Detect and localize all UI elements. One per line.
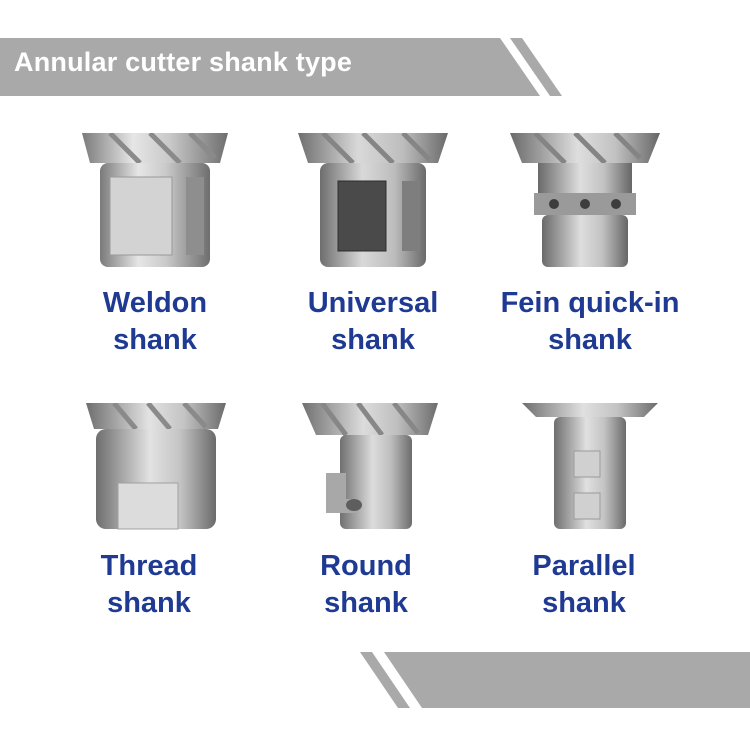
item-label-line: Universal: [307, 287, 439, 319]
page-title: Annular cutter shank type: [14, 47, 353, 77]
thread-shank-label: Thread shank: [34, 548, 264, 622]
thread-shank-cutter-icon: [86, 401, 226, 538]
parallel-shank-cutter-icon: [520, 403, 660, 538]
fein-quick-in-shank-cutter-icon: [510, 131, 660, 278]
item-label-line: shank: [324, 587, 408, 619]
universal-shank-label: Universal shank: [258, 285, 488, 359]
fein-quick-in-shank-label: Fein quick-in shank: [475, 285, 705, 359]
item-label-line: shank: [331, 324, 415, 356]
item-label-line: Parallel: [532, 550, 636, 582]
footer-banner: [360, 652, 750, 708]
title-banner-shape: [0, 38, 562, 96]
weldon-shank-cutter-icon: [80, 131, 230, 278]
title-banner: [0, 38, 562, 96]
item-label-line: Fein quick-in: [500, 287, 680, 319]
item-label-line: Round: [320, 550, 412, 582]
item-label-line: shank: [548, 324, 632, 356]
item-label-line: shank: [542, 587, 626, 619]
item-label-line: Thread: [100, 550, 198, 582]
item-label-line: shank: [113, 324, 197, 356]
footer-banner-shape: [360, 652, 750, 708]
round-shank-label: Round shank: [251, 548, 481, 622]
round-shank-cutter-icon: [302, 401, 442, 538]
item-label-line: Weldon: [102, 287, 208, 319]
weldon-shank-label: Weldon shank: [40, 285, 270, 359]
universal-shank-cutter-icon: [298, 131, 448, 278]
parallel-shank-label: Parallel shank: [469, 548, 699, 622]
item-label-line: shank: [107, 587, 191, 619]
